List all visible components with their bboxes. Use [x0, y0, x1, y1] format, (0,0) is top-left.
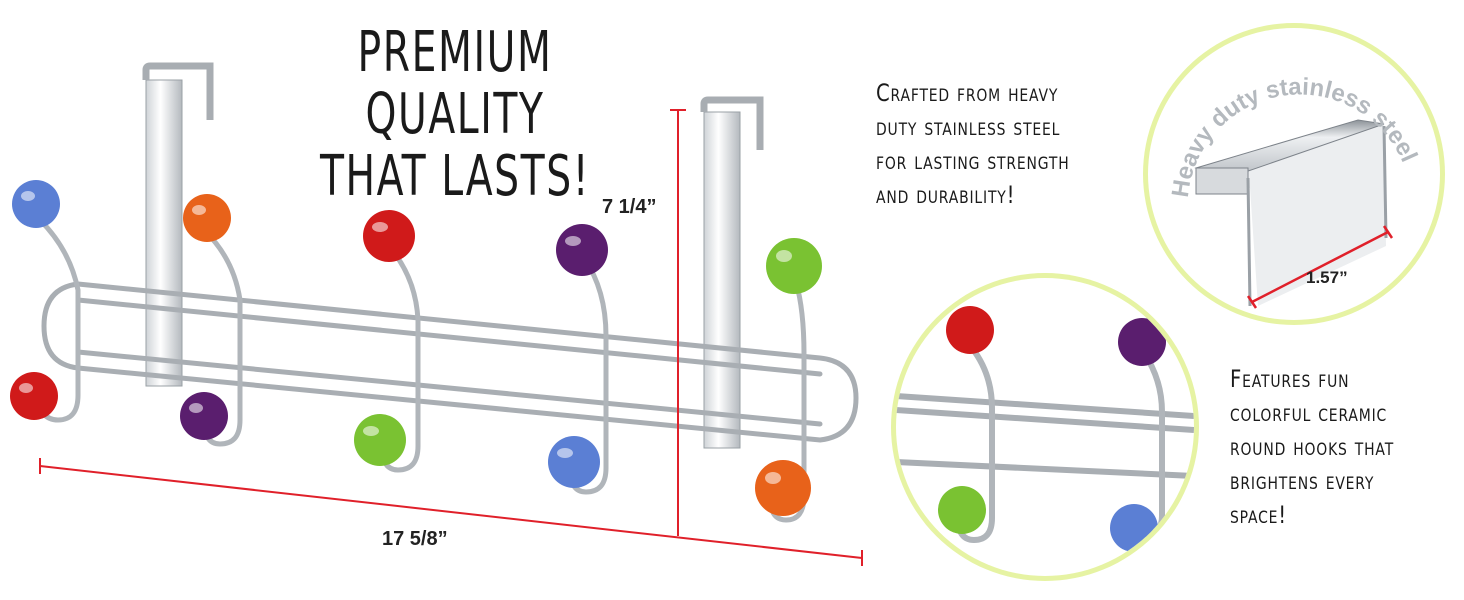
coat-rack-illustration	[10, 62, 863, 566]
width-dimension-line	[39, 465, 863, 559]
steel-caption-line: for lasting strength	[876, 147, 1070, 175]
ball-green	[354, 414, 406, 466]
hooks-caption-line: round hooks that	[1230, 433, 1395, 461]
hooks-caption-line: brightens every	[1230, 467, 1375, 495]
ball-red	[10, 372, 58, 420]
steel-caption: Crafted from heavy duty stainless steel …	[876, 76, 1070, 212]
ball-blue	[548, 436, 600, 488]
hooks-caption-line: space!	[1230, 501, 1288, 529]
bracket-size-label: 1.57”	[1306, 268, 1348, 287]
ball-blue	[12, 180, 60, 228]
steel-caption-line: Crafted from heavy	[876, 79, 1059, 107]
dimension-lines	[39, 109, 863, 566]
door-strap-right	[700, 96, 764, 449]
bracket-detail-circle: Heavy duty stainless steel	[1148, 28, 1440, 320]
headline-line-1: PREMIUM QUALITY	[357, 20, 553, 147]
ball-green	[766, 238, 822, 294]
ball-orange	[183, 194, 231, 242]
hooks-detail-circle	[896, 278, 1194, 576]
hooks-detail-art	[896, 306, 1194, 552]
height-label: 7 1/4”	[602, 196, 657, 218]
ball-red	[946, 306, 994, 354]
ball-red	[363, 210, 415, 262]
bracket-detail-art: Heavy duty stainless steel	[1167, 73, 1422, 309]
ball-purple	[556, 224, 608, 276]
door-strap-left	[142, 62, 214, 387]
steel-caption-line: duty stainless steel	[876, 113, 1061, 141]
hooks-caption-line: colorful ceramic	[1230, 399, 1388, 427]
hooks-caption: Features fun colorful ceramic round hook…	[1230, 362, 1394, 532]
ball-purple	[1118, 318, 1166, 366]
detail-rails	[896, 393, 1194, 479]
ball-orange	[755, 460, 811, 516]
headline: PREMIUM QUALITY THAT LASTS!	[230, 22, 680, 208]
ceramic-balls	[10, 180, 822, 516]
ball-green	[938, 486, 986, 534]
headline-line-2: THAT LASTS!	[319, 144, 591, 209]
width-label: 17 5/8”	[382, 528, 448, 550]
hooks-caption-line: Features fun	[1230, 365, 1350, 393]
rack-rails	[41, 281, 859, 443]
bracket-dimension-line	[1246, 225, 1394, 309]
steel-caption-line: and durability!	[876, 181, 1016, 209]
ball-purple	[180, 392, 228, 440]
ball-blue	[1110, 504, 1158, 552]
